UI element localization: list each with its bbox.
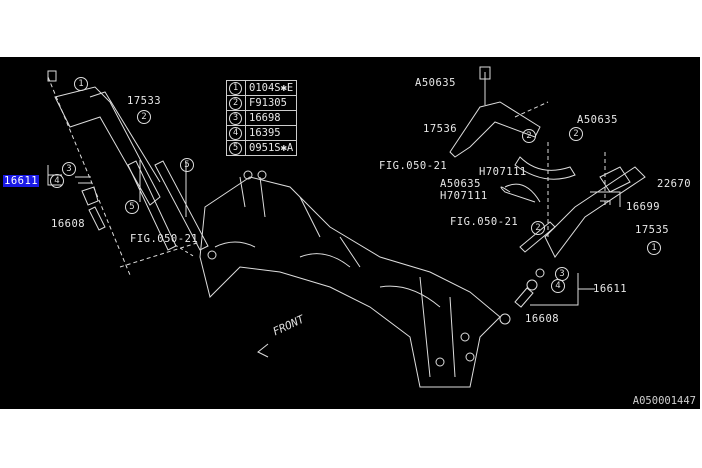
- part-label-h707111[interactable]: H707111: [479, 166, 527, 178]
- legend-part[interactable]: F91305: [244, 95, 298, 111]
- part-label-17533[interactable]: 17533: [127, 95, 162, 107]
- part-label-a50635[interactable]: A50635: [577, 114, 618, 126]
- legend-part[interactable]: 0951S✱A: [244, 140, 298, 156]
- part-label-17535[interactable]: 17535: [635, 224, 670, 236]
- part-label-a50635[interactable]: A50635: [415, 77, 456, 89]
- part-label-h707111[interactable]: H707111: [440, 190, 488, 202]
- callout-2: 2: [531, 221, 545, 235]
- callout-1: 1: [647, 241, 661, 255]
- legend-num: 4: [229, 127, 242, 140]
- legend-part[interactable]: 16395: [244, 125, 298, 141]
- part-label-a50635[interactable]: A50635: [440, 178, 481, 190]
- part-label-22670[interactable]: 22670: [657, 178, 692, 190]
- part-label-16611[interactable]: 16611: [593, 283, 628, 295]
- diagram-code: A050001447: [632, 395, 696, 407]
- part-label-16699[interactable]: 16699: [626, 201, 661, 213]
- fig-ref-link[interactable]: FIG.050-21: [379, 160, 448, 172]
- diagram-linework: [47, 66, 646, 388]
- callout-2: 2: [522, 129, 536, 143]
- callout-4: 4: [551, 279, 565, 293]
- legend-part[interactable]: 16698: [244, 110, 298, 126]
- callout-5: 5: [125, 200, 139, 214]
- legend-num: 3: [229, 112, 242, 125]
- part-label-17536[interactable]: 17536: [423, 123, 458, 135]
- legend-num: 1: [229, 82, 242, 95]
- callout-2: 2: [137, 110, 151, 124]
- callout-1: 1: [74, 77, 88, 91]
- callout-2: 2: [569, 127, 583, 141]
- fig-ref-link[interactable]: FIG.050-21: [130, 233, 199, 245]
- callout-4: 4: [50, 174, 64, 188]
- part-label-16611-selected[interactable]: 16611: [3, 175, 40, 187]
- legend-num: 2: [229, 97, 242, 110]
- fig-ref-link[interactable]: FIG.050-21: [450, 216, 519, 228]
- part-label-16608[interactable]: 16608: [51, 218, 86, 230]
- legend-num: 5: [229, 142, 242, 155]
- part-label-16608[interactable]: 16608: [525, 313, 560, 325]
- callout-3: 3: [62, 162, 76, 176]
- legend-part[interactable]: 0104S✱E: [244, 80, 298, 96]
- callout-5: 5: [180, 158, 194, 172]
